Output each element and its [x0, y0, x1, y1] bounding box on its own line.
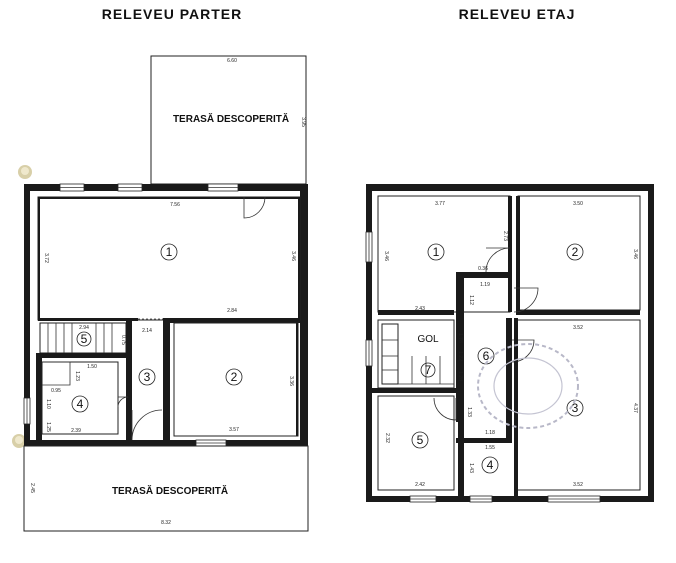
dim-p-r1-b1: 2.84 — [227, 308, 237, 314]
dim-e-r2-h: 3.46 — [632, 249, 638, 259]
title-parter: RELEVEU PARTER — [102, 6, 243, 22]
dim-e-gol-d2: 1.22 — [457, 351, 463, 361]
dim-e-r5-s: 1.33 — [466, 407, 472, 417]
room-p3-number: 3 — [144, 370, 151, 384]
dim-p-r2-h: 3.36 — [288, 376, 294, 386]
label-gol: GOL — [417, 334, 439, 345]
room-p1-number: 1 — [166, 245, 173, 259]
dim-e-hall-w: 1.19 — [480, 282, 490, 288]
dim-p-terrace-bottom-w: 8.32 — [161, 520, 171, 526]
dim-e-r1-w: 3.77 — [435, 201, 445, 207]
room-e4-number: 4 — [487, 458, 494, 472]
dim-e-r2-s: 2.73 — [502, 231, 508, 241]
wall-left — [24, 184, 30, 446]
dim-e-r1-h: 3.46 — [383, 251, 389, 261]
dim-e-r3-w: 3.52 — [573, 325, 583, 331]
dim-p-r1-right: 3.46 — [290, 251, 296, 261]
dim-e-r4-h: 1.43 — [468, 463, 474, 473]
door-e-r1 — [485, 247, 511, 273]
room-e1-number: 1 — [433, 245, 440, 259]
plan-parter: TERASĂ DESCOPERITĂ 6.60 3.95 1 7.56 3.72… — [23, 55, 309, 532]
terrace-top-label: TERASĂ DESCOPERITĂ — [173, 112, 289, 125]
dim-p-terrace-bottom-h: 2.45 — [29, 483, 35, 493]
dim-e-s1: 1.28 — [457, 371, 463, 381]
door-parter-main — [131, 409, 163, 441]
dim-p-r4-h1: 1.23 — [74, 371, 80, 381]
dim-e-r4-w: 1.55 — [485, 445, 495, 451]
wall-right — [300, 184, 308, 446]
dim-e-s2: 1.18 — [485, 430, 495, 436]
dim-e-hall-w2: 0.36 — [478, 266, 488, 272]
door-parter-top — [243, 196, 266, 219]
dim-p-stair-w: 2.94 — [79, 325, 89, 331]
dim-p-r4-d2: 1.10 — [45, 399, 51, 409]
dim-p-r1-left: 3.72 — [43, 253, 49, 263]
dim-p-r1-b3: 2.14 — [142, 328, 152, 334]
door-e-r5 — [433, 397, 457, 421]
terrace-bottom-outline — [23, 445, 309, 532]
dim-e-r3-h: 4.37 — [632, 403, 638, 413]
dim-terrace-top-h: 3.95 — [300, 117, 306, 127]
dim-e-e1: 1.12 — [468, 295, 474, 305]
dim-e-r3-b: 3.52 — [573, 482, 583, 488]
room-e6-number: 6 — [483, 349, 490, 363]
door-e-r2 — [513, 287, 539, 313]
plan-etaj: 1 3.77 3.46 2.43 1.10 2 3.50 3.46 2.73 0… — [365, 184, 654, 503]
wall-top — [24, 184, 308, 191]
dim-p-r2-w: 3.57 — [229, 427, 239, 433]
dim-p-r1-w: 7.56 — [170, 202, 180, 208]
room-e7-number: 7 — [425, 363, 432, 377]
stairs-etaj — [381, 323, 399, 385]
wall-bottom — [24, 440, 308, 446]
dim-e-r5-w: 2.42 — [415, 482, 425, 488]
dim-p-r4-d1: 0.95 — [51, 388, 61, 394]
room-e3-number: 3 — [572, 401, 579, 415]
room-p4-number: 4 — [77, 397, 84, 411]
dim-p-r4-w: 1.50 — [87, 364, 97, 370]
terrace-bottom-label: TERASĂ DESCOPERITĂ — [112, 484, 228, 497]
room-p2-number: 2 — [231, 370, 238, 384]
stamp-mark — [477, 343, 579, 429]
dim-e-r1-b: 2.43 — [415, 306, 425, 312]
dim-p-stair-h: 0.75 — [120, 335, 126, 345]
dim-p-r4-d3: 1.25 — [45, 422, 51, 432]
room-e5-number: 5 — [417, 433, 424, 447]
room-p5-number: 5 — [81, 332, 88, 346]
title-etaj: RELEVEU ETAJ — [459, 6, 576, 22]
dim-e-r5-h: 2.32 — [384, 433, 390, 443]
dim-e-r2-w: 3.50 — [573, 201, 583, 207]
dim-p-r4-w2: 2.39 — [71, 428, 81, 434]
dim-terrace-top-w: 6.60 — [227, 58, 237, 64]
dim-e-gol-d1: 1.78 — [457, 333, 463, 343]
room-e2-number: 2 — [572, 245, 579, 259]
